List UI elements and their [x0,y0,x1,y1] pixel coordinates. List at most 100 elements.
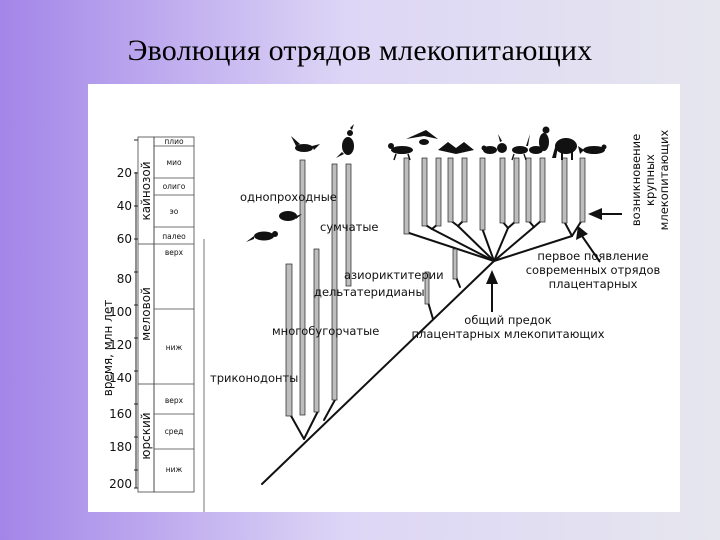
stage-column [153,136,195,493]
bird-icon [291,136,320,152]
stage-lower-cretaceous: ниж [166,343,183,352]
tick-180: 180 [109,440,132,454]
scale-tick-marks [134,139,138,489]
label-asioryctitheria: азиориктитерии [344,268,444,282]
svg-text:современных отрядов: современных отрядов [526,263,661,277]
stage-upper-cretaceous: верх [165,248,184,257]
kangaroo-icon [336,124,354,158]
stage-plio: плио [164,137,184,146]
tick-120: 120 [109,338,132,352]
arrows [486,208,622,312]
pterosaur-bird-icon [406,130,438,145]
bar-placental-10 [539,157,546,223]
tick-160: 160 [109,407,132,421]
tree-lines [261,219,583,485]
seal-icon [578,144,607,154]
fan-5 [493,227,509,262]
fan-7 [493,235,573,262]
main-trunk [261,260,495,485]
echidna-icon [279,211,302,221]
label-multituberculates: многобугорчатые [272,324,379,338]
bar-multituberculates-b [331,163,338,401]
svg-text:возникновение: возникновение [629,134,643,226]
bat-icon [438,142,474,154]
animal-silhouettes [246,124,607,242]
stage-middle-jurassic: сред [165,427,184,436]
dog-icon [388,143,413,161]
tick-20: 20 [117,166,132,180]
fan-2 [431,228,495,262]
bar-placental-2 [421,157,428,227]
fan-6 [493,226,535,262]
svg-text:плацентарных: плацентарных [549,277,638,291]
stage-lower-jurassic: ниж [166,465,183,474]
tick-40: 40 [117,199,132,213]
arrow-common-ancestor [486,270,498,312]
era-cretaceous: меловой [139,287,153,341]
deer-icon [511,134,530,161]
time-scale: время, млн лет 20 40 60 80 100 120 140 1… [101,136,205,512]
rodent-icon [481,145,497,154]
svg-text:первое появление: первое появление [537,249,648,263]
lineage-bars [285,157,586,417]
label-deltatheridians: дельтатеридианы [314,285,425,299]
rabbit-icon [497,134,507,153]
label-large-mammals: возникновение крупных млекопитающих [629,130,671,231]
bar-placental-7 [499,157,506,224]
stage-eo: эо [170,207,179,216]
taxon-labels: однопроходные сумчатые азиориктитерии де… [210,130,671,385]
bar-marsupials [345,163,352,287]
elephant-icon [552,138,577,160]
branch-deltatheridians [427,301,434,320]
tick-60: 60 [117,232,132,246]
branch-multituberculates [303,410,319,440]
pangolin-icon [529,146,543,154]
bar-placental-5 [461,157,468,223]
opossum-icon [246,231,278,242]
label-monotremes: однопроходные [240,190,337,204]
primate-icon [539,126,550,151]
bar-placental-12 [579,157,586,223]
bar-deltatheridians [424,271,430,305]
fan-1 [405,231,495,262]
bar-placental-8 [513,157,520,224]
stage-oligo: олиго [163,182,186,191]
evolution-diagram: время, млн лет 20 40 60 80 100 120 140 1… [101,124,671,512]
bar-placental-3 [435,157,442,227]
tick-140: 140 [109,371,132,385]
svg-text:плацентарных млекопитающих: плацентарных млекопитающих [411,327,604,341]
slide-title: Эволюция отрядов млекопитающих [127,34,593,67]
bar-triconodonts [285,263,293,417]
bar-placental-11 [561,157,568,224]
svg-text:крупных: крупных [643,154,657,206]
fan-4 [481,227,495,262]
branch-triconodonts [289,413,305,440]
label-first-appearance: первое появление современных отрядов пла… [526,249,661,291]
svg-text:общий предок: общий предок [464,313,551,327]
arrow-large-mammals [588,208,622,220]
era-cenozoic: кайнозой [139,161,153,220]
time-axis-label: время, млн лет [101,300,115,396]
tick-100: 100 [109,305,132,319]
bar-placental-9 [525,157,532,223]
bar-placental-1 [403,157,410,235]
stage-paleo: палео [162,232,186,241]
diagram-panel: время, млн лет 20 40 60 80 100 120 140 1… [88,84,680,512]
bar-placental-4 [447,157,454,223]
bar-monotremes [299,159,306,416]
tick-80: 80 [117,272,132,286]
bar-multituberculates-a [313,248,320,413]
label-triconodonts: триконодонты [210,371,298,385]
tick-200: 200 [109,477,132,491]
scale-tick-labels: 20 40 60 80 100 120 140 160 180 200 [109,166,132,491]
stage-upper-jurassic: верх [165,396,184,405]
arrow-first-appearance [576,226,601,263]
era-jurassic: юрский [139,412,153,459]
stage-mio: мио [166,158,182,167]
fan-3 [457,225,495,262]
bar-placental-6 [479,157,486,231]
svg-text:млекопитающих: млекопитающих [657,130,671,231]
branch-multi-2 [323,397,337,421]
label-common-ancestor: общий предок плацентарных млекопитающих [411,313,604,341]
label-marsupials: сумчатые [320,220,379,234]
